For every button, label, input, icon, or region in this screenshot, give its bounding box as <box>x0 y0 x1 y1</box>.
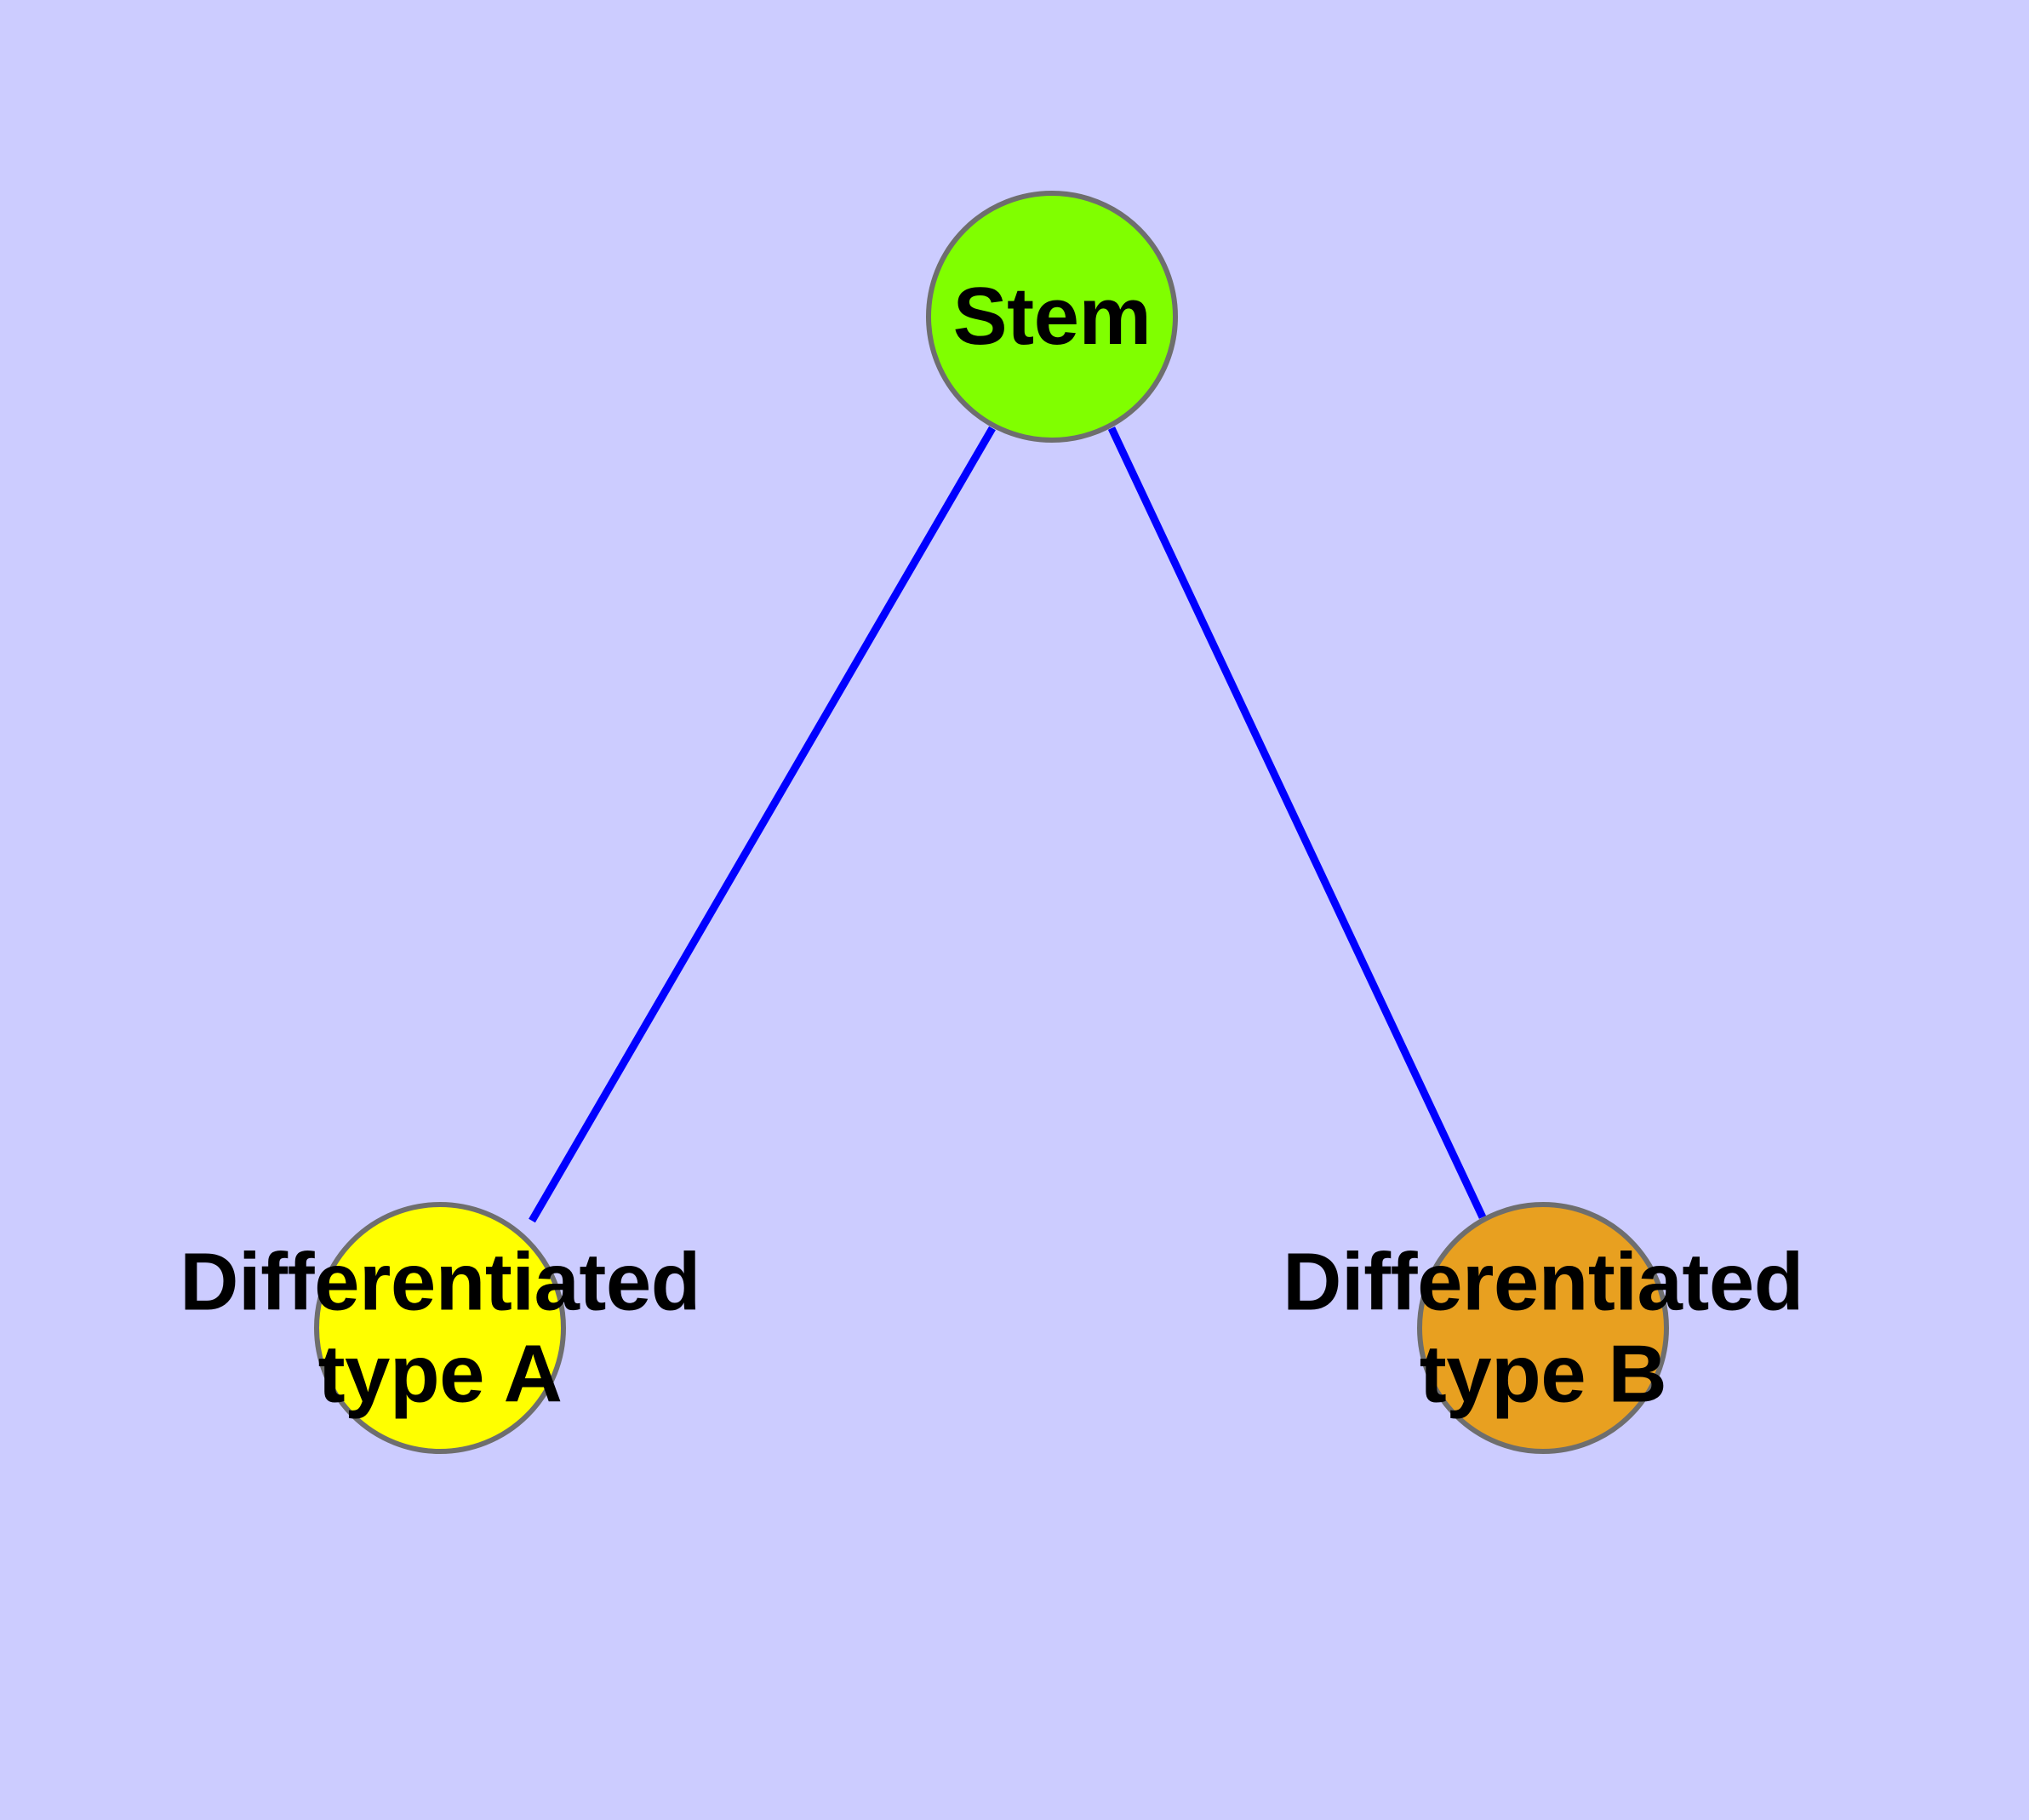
node-differentiated-type-a[interactable]: Differentiated type A <box>180 1202 700 1454</box>
node-differentiated-type-b[interactable]: Differentiated type B <box>1283 1202 1803 1454</box>
node-differentiated-type-b-label: Differentiated type B <box>1283 1236 1803 1419</box>
node-stem[interactable]: Stem <box>926 191 1178 443</box>
node-differentiated-type-a-label: Differentiated type A <box>180 1236 700 1419</box>
edge-stem-differentiated-type-b <box>1107 426 1487 1219</box>
edge-stem-differentiated-type-a <box>529 426 996 1223</box>
node-stem-label: Stem <box>952 271 1152 363</box>
